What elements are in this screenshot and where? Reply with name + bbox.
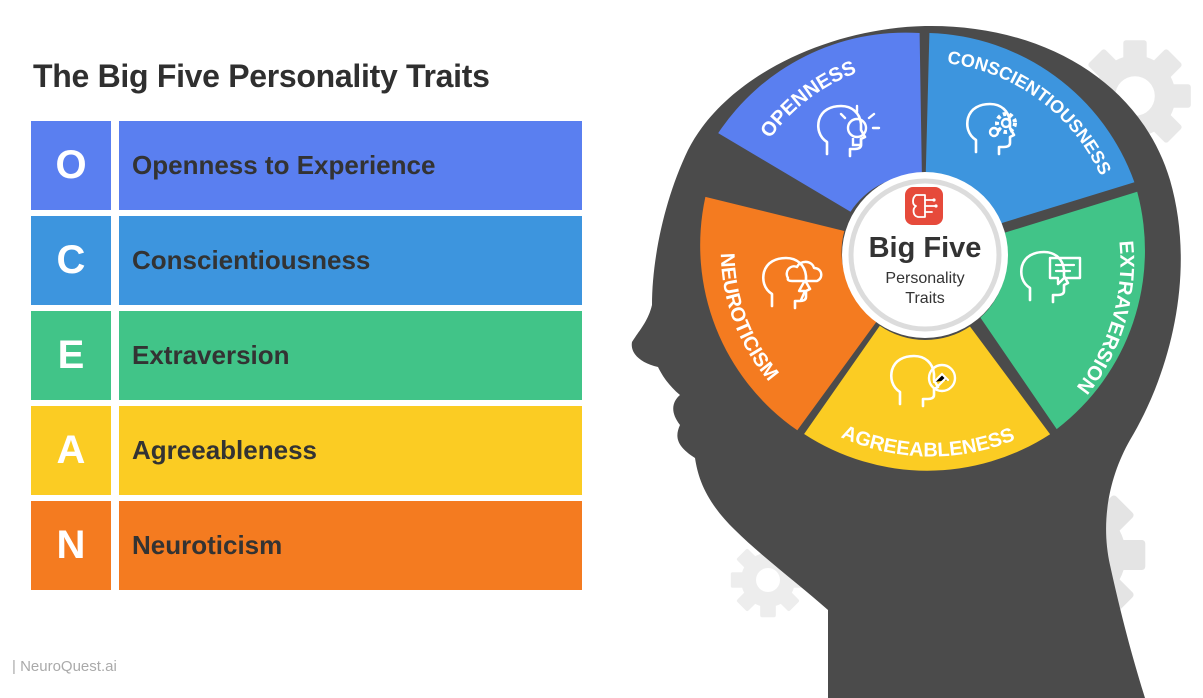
gear-head-icon: [965, 102, 1017, 156]
lightbulb-head-icon: [816, 104, 881, 158]
ocean-label: Extraversion: [119, 311, 582, 400]
ocean-table: O Openness to Experience C Conscientious…: [31, 121, 582, 596]
wheel-segment-extraversion: [980, 191, 1145, 430]
handshake-head-icon: [889, 354, 957, 408]
brain-circuit-icon: [905, 187, 943, 225]
wheel-center-title: Big Five: [869, 232, 982, 264]
wheel-center: [848, 178, 1002, 332]
ocean-label: Agreeableness: [119, 406, 582, 495]
wheel-segment-neuroticism: [700, 196, 879, 431]
gear-icon: [730, 542, 806, 618]
wheel-center-subtitle: Traits: [905, 290, 944, 307]
wheel-segment-conscientiousness: [925, 33, 1135, 225]
storm-head-icon: [761, 256, 823, 310]
ocean-label: Neuroticism: [119, 501, 582, 590]
ocean-letter: C: [31, 216, 111, 305]
ocean-row-a: A Agreeableness: [31, 406, 582, 495]
ocean-label: Conscientiousness: [119, 216, 582, 305]
page-title: The Big Five Personality Traits: [33, 58, 490, 94]
footer-brand: | NeuroQuest.ai: [12, 658, 117, 675]
ocean-letter: O: [31, 121, 111, 210]
ocean-row-n: N Neuroticism: [31, 501, 582, 590]
speech-head-icon: [1019, 250, 1082, 304]
wheel-segment-openness: [718, 32, 922, 212]
ocean-letter: N: [31, 501, 111, 590]
ocean-label: Openness to Experience: [119, 121, 582, 210]
ocean-row-o: O Openness to Experience: [31, 121, 582, 210]
ocean-row-c: C Conscientiousness: [31, 216, 582, 305]
wheel-center-subtitle: Personality: [885, 270, 964, 287]
ocean-letter: E: [31, 311, 111, 400]
ocean-row-e: E Extraversion: [31, 311, 582, 400]
ocean-letter: A: [31, 406, 111, 495]
